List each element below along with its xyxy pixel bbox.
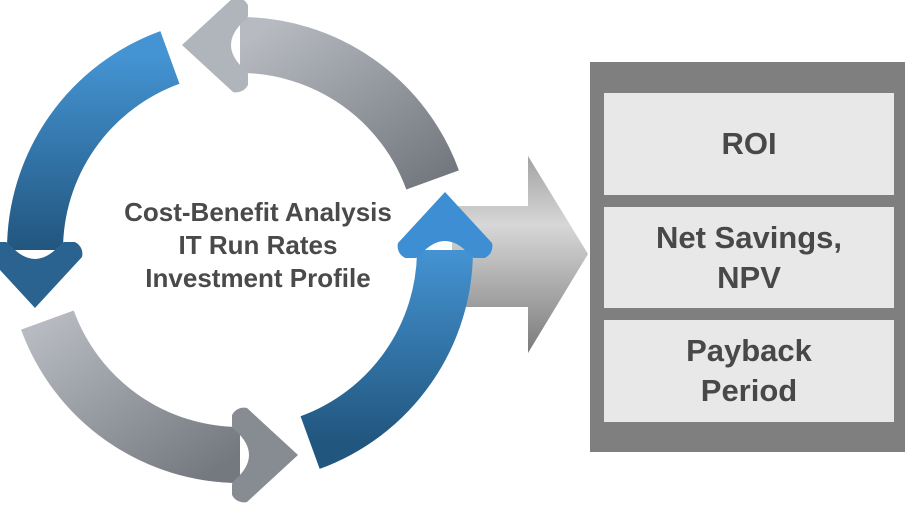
result-item-label-line-1: Payback [686, 333, 812, 369]
flow-arrow-icon [452, 156, 588, 353]
cycle-label-line-3: Investment Profile [145, 263, 371, 293]
cycle-arrow-bottom-icon [21, 309, 240, 455]
result-item-label-line-2: NPV [717, 259, 781, 295]
result-item-label-line-2: Period [700, 373, 798, 409]
result-item-label: ROI [721, 125, 777, 161]
result-item-label-line-1: Net Savings, [655, 219, 843, 255]
result-item-net-savings-npv: Net Savings, NPV [604, 206, 894, 309]
result-item-payback-period: Payback Period [604, 320, 894, 423]
cycle-label-line-1: Cost-Benefit Analysis [124, 197, 392, 227]
cycle-center-label: Cost-Benefit Analysis IT Run Rates Inves… [60, 196, 456, 295]
results-panel: ROI Net Savings, NPV Payback Period [590, 62, 905, 452]
cycle-arrow-left-icon [35, 31, 181, 250]
result-item-roi: ROI [604, 93, 894, 195]
cycle-arrow-top-icon [240, 45, 459, 191]
cycle-label-line-2: IT Run Rates [178, 230, 338, 260]
cycle-arrow-right-icon [299, 250, 445, 469]
